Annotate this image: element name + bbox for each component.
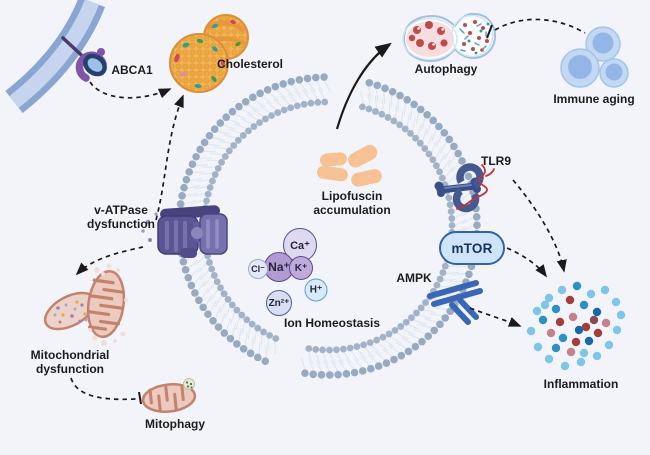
arrow-mtor-to-inflammation — [506, 247, 548, 278]
arrow-vatpase-to-cholesterol — [155, 94, 184, 221]
mitochondrial-dysfunction-label: Mitochondrial dysfunction — [30, 348, 110, 376]
abca1-transporter-icon — [61, 36, 107, 82]
arrow-vatpase-to-mitochondria — [75, 246, 144, 276]
ion-chloride: Cl⁻ — [248, 259, 268, 279]
arrow-autophagy-to-immune-aging — [494, 18, 586, 34]
v-atpase-protein-icon — [141, 205, 228, 258]
arrows — [70, 18, 586, 405]
arrow-ampk-to-inflammation — [469, 307, 522, 327]
mitochondria-icon — [43, 263, 128, 346]
mitophagy-icon — [141, 378, 197, 413]
immune-aging-label: Immune aging — [553, 92, 635, 106]
cholesterol-icon — [169, 14, 249, 93]
ion-homeostasis-label: Ion Homeostasis — [283, 316, 381, 330]
abca1-label: ABCA1 — [111, 63, 153, 77]
tlr9-protein-icon — [434, 163, 495, 213]
arrow-abca1-to-cholesterol — [89, 81, 172, 99]
inhibition-bar-autophagy — [486, 24, 493, 39]
ion-potassium: K⁺ — [289, 256, 313, 280]
ampk-protein-icon — [427, 280, 483, 325]
autophagy-label: Autophagy — [414, 62, 478, 76]
mitophagy-label: Mitophagy — [145, 417, 205, 431]
lysosome-membrane — [175, 73, 481, 379]
ion-zinc: Zn²⁺ — [266, 290, 292, 316]
tlr9-label: TLR9 — [481, 154, 511, 168]
arrow-lysosome-to-autophagy — [335, 42, 392, 130]
mtor-protein: mTOR — [439, 231, 505, 265]
arrow-mitodys-to-mitophagy — [70, 377, 137, 401]
ampk-label: AMPK — [396, 271, 432, 285]
mtor-label: mTOR — [451, 240, 493, 256]
v-atpase-label: v-ATPase dysfunction — [87, 203, 155, 231]
cholesterol-label: Cholesterol — [216, 57, 284, 71]
inflammation-dots-icon — [526, 281, 626, 371]
inhibition-bar-mitophagy — [138, 391, 142, 405]
inflammation-label: Inflammation — [543, 377, 619, 391]
autophagy-vesicle-icon — [402, 12, 497, 63]
immune-cells-icon — [560, 26, 629, 88]
arrow-tlr9-to-inflammation — [512, 179, 567, 273]
ion-hydrogen: H⁺ — [304, 278, 328, 302]
lipofuscin-icon — [317, 144, 382, 187]
lipofuscin-label: Lipofuscin accumulation — [313, 189, 391, 217]
plasma-membrane — [5, 0, 106, 114]
